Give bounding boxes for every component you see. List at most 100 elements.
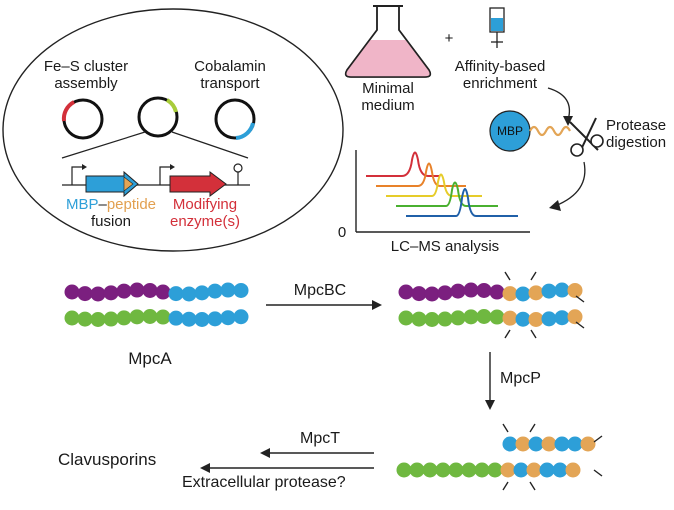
peptide-bead xyxy=(487,462,503,478)
peptide-bead xyxy=(461,462,477,478)
fes-line2: assembly xyxy=(54,75,118,92)
peptide-bead xyxy=(398,310,414,326)
peptide-tail xyxy=(529,125,571,137)
protease-line1: Protease xyxy=(606,117,667,134)
plasmid-expression xyxy=(137,96,179,138)
modification-mark xyxy=(593,469,603,477)
cell-membrane xyxy=(2,8,344,252)
peptide-bead xyxy=(448,462,464,478)
peptide-bead xyxy=(528,285,544,301)
peptide-bead xyxy=(489,284,505,300)
peptide-bead xyxy=(450,310,466,326)
peptide-bead xyxy=(168,286,184,302)
peptide-bead xyxy=(207,311,223,327)
peptide-bead xyxy=(450,283,466,299)
modifying-enzymes-label: Modifying enzyme(s) xyxy=(150,196,260,230)
fusion-word: fusion xyxy=(90,213,132,230)
mbp-peptide-fusion-label: MBP–peptide fusion xyxy=(56,196,166,230)
peptide-bead xyxy=(142,309,158,325)
peptide-bead xyxy=(422,462,438,478)
peptide-bead xyxy=(437,311,453,327)
mpcp-label: MpcP xyxy=(500,370,541,387)
peptide-bead xyxy=(476,282,492,298)
minimal-medium-label: Minimal medium xyxy=(348,80,428,114)
peptide-bead xyxy=(409,462,425,478)
peptide-bead xyxy=(181,286,197,302)
peptide-bead xyxy=(539,462,555,478)
peptide-bead xyxy=(398,284,414,300)
plus-sign: + xyxy=(444,30,454,47)
peptide-bead xyxy=(463,309,479,325)
peptide-bead xyxy=(77,286,93,302)
peptide-bead xyxy=(424,311,440,327)
peptide-bead xyxy=(90,286,106,302)
peptide-bead xyxy=(90,311,106,327)
peptide-bead xyxy=(554,310,570,326)
peptide-bead xyxy=(502,286,518,302)
peptide-bead xyxy=(220,282,236,298)
peptide-bead xyxy=(411,286,427,302)
mpct-label: MpcT xyxy=(300,430,340,447)
peptide-bead xyxy=(513,462,529,478)
peptide-bead xyxy=(103,311,119,327)
chromatogram-axes xyxy=(355,150,530,233)
affinity-line2: enrichment xyxy=(462,75,538,92)
affinity-column-icon xyxy=(489,7,505,48)
peptide-bead xyxy=(500,462,516,478)
peptide-bead xyxy=(554,436,570,452)
plasmid-fes xyxy=(61,98,104,140)
peptide-bead xyxy=(554,282,570,298)
peptide-bead xyxy=(155,284,171,300)
peptide-bead xyxy=(515,436,531,452)
peptide-bead xyxy=(424,286,440,302)
fes-cluster-label: Fe–S cluster assembly xyxy=(36,58,136,92)
modification-mark xyxy=(502,423,509,433)
peptide-bead xyxy=(541,311,557,327)
peptide-bead xyxy=(567,309,583,325)
cobalamin-line2: transport xyxy=(200,75,260,92)
peptide-bead xyxy=(233,282,249,298)
affinity-line1: Affinity-based xyxy=(454,58,546,75)
peptide-chains xyxy=(64,271,603,491)
peptide-bead xyxy=(103,285,119,301)
modification-mark xyxy=(593,435,603,443)
peptide-bead xyxy=(194,285,210,301)
chromatogram-zero: 0 xyxy=(337,224,347,241)
peptide-bead xyxy=(528,436,544,452)
peptide-bead xyxy=(463,282,479,298)
peptide-bead xyxy=(489,309,505,325)
arrow-digestion-to-lcms xyxy=(554,161,586,207)
flask-icon xyxy=(344,5,432,78)
modification-mark xyxy=(530,329,537,339)
zoom-line-left xyxy=(61,131,146,159)
fes-line1: Fe–S cluster xyxy=(43,58,129,75)
peptide-bead xyxy=(194,311,210,327)
peptide-bead xyxy=(64,310,80,326)
peptide-bead xyxy=(515,311,531,327)
modification-mark xyxy=(575,295,585,303)
peptide-bead xyxy=(220,310,236,326)
cobalamin-line1: Cobalamin xyxy=(194,58,266,75)
peptide-bead xyxy=(64,284,80,300)
extracellular-protease-label: Extracellular protease? xyxy=(182,474,346,491)
cobalamin-label: Cobalamin transport xyxy=(180,58,280,92)
arrow-affinity-to-mbp xyxy=(547,87,571,121)
affinity-enrichment-label: Affinity-based enrichment xyxy=(440,58,560,92)
peptide-bead xyxy=(515,286,531,302)
peptide-bead xyxy=(155,309,171,325)
peptide-bead xyxy=(142,282,158,298)
mbp-word: MBP xyxy=(65,196,99,213)
modification-mark xyxy=(502,481,509,491)
peptide-bead xyxy=(526,462,542,478)
peptide-bead xyxy=(435,462,451,478)
peptide-bead xyxy=(411,311,427,327)
modification-mark xyxy=(529,423,536,433)
zoom-line-right xyxy=(171,131,249,159)
peptide-bead xyxy=(168,310,184,326)
peptide-bead xyxy=(565,462,581,478)
peptide-bead xyxy=(116,283,132,299)
peptide-bead xyxy=(502,310,518,326)
chromatogram-traces xyxy=(366,151,518,217)
peptide-bead xyxy=(437,285,453,301)
